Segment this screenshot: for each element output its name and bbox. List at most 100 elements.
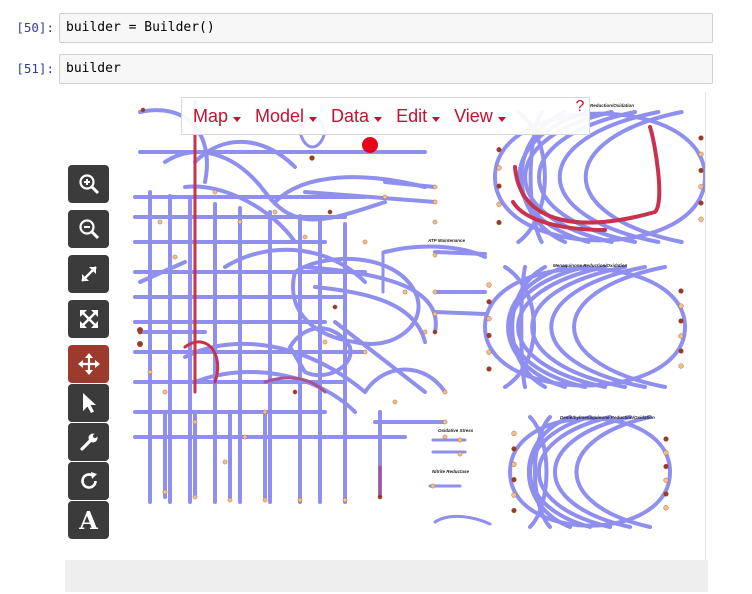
metabolite-node[interactable]: [698, 216, 704, 222]
metabolite-node[interactable]: [678, 363, 684, 369]
metabolite-node[interactable]: [511, 477, 517, 483]
metabolite-node[interactable]: [192, 419, 198, 425]
metabolite-node[interactable]: [212, 189, 218, 195]
reaction-path[interactable]: [572, 265, 667, 389]
metabolite-node[interactable]: [663, 505, 669, 511]
reaction-path[interactable]: [558, 110, 661, 244]
reaction-path[interactable]: [537, 415, 612, 529]
metabolite-node[interactable]: [678, 348, 684, 354]
menu-data[interactable]: Data: [331, 106, 383, 127]
reaction-path[interactable]: [193, 370, 357, 414]
metabolite-node[interactable]: [362, 239, 368, 245]
metabolite-node[interactable]: [678, 303, 684, 309]
metabolite-node[interactable]: [496, 201, 502, 207]
metabolite-node[interactable]: [262, 409, 268, 415]
reaction-path[interactable]: [583, 110, 684, 244]
metabolite-node[interactable]: [663, 477, 669, 483]
metabolite-node[interactable]: [486, 282, 492, 288]
metabolite-node[interactable]: [162, 389, 168, 395]
metabolite-node[interactable]: [511, 446, 517, 452]
reaction-path[interactable]: [511, 200, 607, 232]
metabolite-node[interactable]: [432, 199, 438, 205]
reaction-path[interactable]: [549, 265, 647, 389]
metabolite-node[interactable]: [698, 167, 704, 174]
reaction-path[interactable]: [508, 416, 672, 474]
reaction-path[interactable]: [530, 265, 627, 389]
escher-map-canvas[interactable]: ATP Maintenance Menaquinone Reduction/Ox…: [65, 92, 706, 560]
metabolite-node[interactable]: [457, 437, 463, 443]
metabolite-node[interactable]: [663, 491, 669, 497]
metabolite-node[interactable]: [442, 419, 448, 425]
metabolite-node[interactable]: [162, 489, 168, 495]
metabolite-node[interactable]: [432, 219, 438, 225]
reaction-path[interactable]: [263, 376, 327, 394]
reaction-path[interactable]: [223, 247, 367, 284]
metabolite-node[interactable]: [242, 434, 248, 440]
reaction-path[interactable]: [508, 265, 587, 389]
reaction-path[interactable]: [138, 260, 187, 284]
reaction-path[interactable]: [516, 265, 607, 389]
select-button[interactable]: [68, 384, 109, 422]
metabolite-node[interactable]: [442, 434, 448, 440]
metabolite-node[interactable]: [262, 497, 268, 503]
metabolite-node[interactable]: [442, 389, 448, 395]
reaction-path[interactable]: [303, 190, 437, 204]
reaction-path[interactable]: [553, 415, 632, 529]
reaction-path[interactable]: [433, 514, 492, 526]
metabolite-node[interactable]: [422, 329, 428, 335]
reaction-path[interactable]: [183, 341, 367, 394]
zoom-in-button[interactable]: [68, 165, 109, 203]
reaction-path[interactable]: [483, 325, 687, 388]
metabolite-node[interactable]: [698, 184, 704, 190]
reaction-path[interactable]: [287, 326, 353, 378]
menu-view[interactable]: View: [454, 106, 506, 127]
metabolite-node[interactable]: [432, 184, 438, 190]
zoom-to-fit-button[interactable]: [68, 255, 109, 293]
metabolite-node[interactable]: [678, 288, 684, 294]
metabolite-node[interactable]: [496, 165, 502, 171]
metabolite-node[interactable]: [392, 399, 398, 405]
metabolite-node[interactable]: [322, 339, 328, 345]
reaction-path[interactable]: [513, 125, 662, 225]
metabolite-node[interactable]: [678, 333, 684, 339]
metabolite-node[interactable]: [222, 459, 228, 465]
metabolite-node[interactable]: [237, 219, 243, 225]
reaction-path[interactable]: [363, 367, 447, 394]
reaction-path[interactable]: [433, 310, 487, 316]
metabolite-node[interactable]: [496, 219, 502, 226]
reaction-path[interactable]: [528, 415, 549, 529]
metabolite-node[interactable]: [698, 200, 704, 206]
metabolite-node[interactable]: [332, 304, 338, 310]
metabolite-node[interactable]: [432, 252, 438, 258]
code-cell-50[interactable]: builder = Builder(): [59, 13, 713, 43]
metabolite-node[interactable]: [432, 311, 438, 317]
reaction-path[interactable]: [183, 184, 297, 244]
reaction-path[interactable]: [313, 285, 427, 344]
reaction-path[interactable]: [528, 415, 592, 529]
menu-map[interactable]: Map: [193, 106, 242, 127]
metabolite-node[interactable]: [136, 326, 143, 333]
reaction-path[interactable]: [574, 415, 652, 529]
help-button[interactable]: ?: [575, 98, 585, 115]
metabolite-node[interactable]: [342, 497, 348, 503]
metabolite-node[interactable]: [486, 316, 492, 322]
metabolite-node[interactable]: [272, 209, 278, 215]
metabolite-node[interactable]: [511, 492, 517, 498]
metabolite-node[interactable]: [486, 349, 492, 355]
metabolic-map[interactable]: ATP Maintenance Menaquinone Reduction/Ox…: [65, 92, 705, 560]
metabolite-node[interactable]: [362, 349, 368, 355]
reaction-path[interactable]: [519, 265, 527, 389]
metabolite-node[interactable]: [136, 340, 143, 347]
metabolite-node[interactable]: [511, 507, 517, 514]
metabolite-node[interactable]: [402, 289, 408, 295]
reaction-path[interactable]: [383, 180, 437, 189]
reaction-path[interactable]: [433, 250, 487, 256]
metabolite-node[interactable]: [663, 463, 669, 470]
metabolite-node[interactable]: [157, 219, 163, 225]
metabolite-node[interactable]: [172, 254, 178, 260]
metabolite-node[interactable]: [486, 332, 492, 339]
metabolite-node[interactable]: [302, 234, 308, 240]
metabolite-node[interactable]: [327, 209, 333, 215]
metabolite-node[interactable]: [297, 497, 303, 503]
metabolite-node[interactable]: [698, 135, 704, 141]
